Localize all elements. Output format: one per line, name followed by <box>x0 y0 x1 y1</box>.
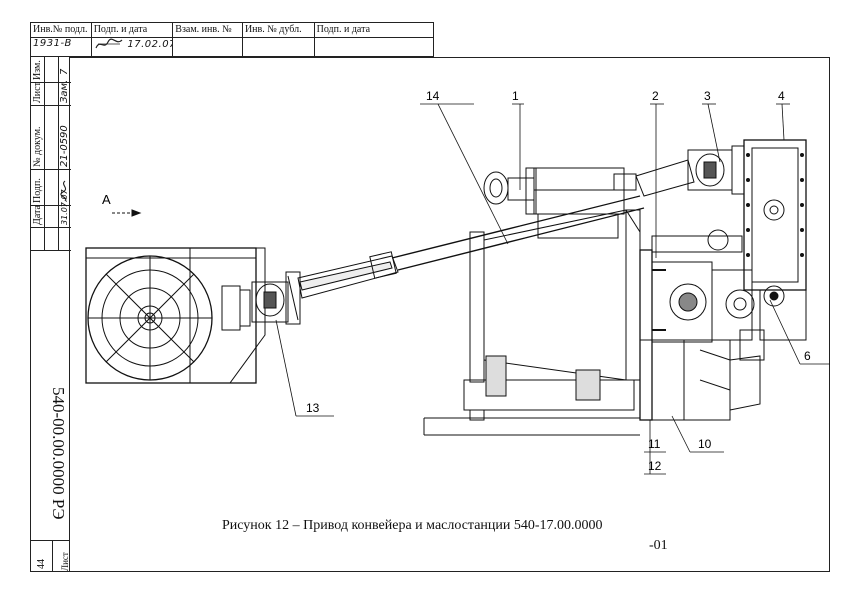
upper-coupling <box>483 167 637 239</box>
support-frame <box>423 209 641 436</box>
view-a-arrow <box>112 209 142 217</box>
callout-1: 1 <box>512 89 519 103</box>
top-title-block: Инв.№ подл. Подп. и дата Взам. инв. № Ин… <box>30 22 434 57</box>
coupling-assembly <box>639 229 785 421</box>
sheet-number-box: Лист 44 <box>30 540 70 572</box>
inv-original-header: Инв.№ подл. <box>31 23 92 37</box>
callout-12: 12 <box>648 459 662 473</box>
callout-2: 2 <box>652 89 659 103</box>
callout-6: 6 <box>804 349 811 363</box>
motor-housing <box>739 139 807 361</box>
replacement-inv-value <box>173 37 243 57</box>
signature-date-value: 17.02.07 <box>92 37 174 57</box>
callout-10: 10 <box>698 437 712 451</box>
duplicate-inv-value <box>243 37 315 57</box>
drive-shaft <box>297 195 645 299</box>
signature-date-text: 17.02.07 <box>127 39 174 50</box>
callout-4: 4 <box>778 89 785 103</box>
figure-caption-suffix: -01 <box>649 538 668 553</box>
leader-lines <box>275 103 830 475</box>
callout-11: 11 <box>648 437 661 451</box>
revision-columns: Изм. Лист № докум. Подп. Дата 7 Зам. 21-… <box>31 57 71 251</box>
left-gearbox <box>85 247 266 384</box>
top-title-block-value-row: 1931-В 17.02.07 <box>31 37 433 57</box>
signature-date-header-2: Подп. и дата <box>316 24 371 35</box>
left-signature-icon <box>59 179 71 208</box>
duplicate-inv-header: Инв. № дубл. <box>243 23 315 37</box>
inv-original-value: 1931-В <box>31 37 92 57</box>
callout-13: 13 <box>306 401 320 415</box>
callout-14: 14 <box>426 89 440 103</box>
upper-right-cardan <box>635 145 745 197</box>
view-a-label: A <box>102 192 111 207</box>
left-revision-block: Изм. Лист № докум. Подп. Дата 7 Зам. 21-… <box>30 57 71 572</box>
callout-3: 3 <box>704 89 711 103</box>
signature-icon <box>95 38 123 49</box>
top-title-block-header-row: Инв.№ подл. Подп. и дата Взам. инв. № Ин… <box>31 23 433 38</box>
replacement-inv-header: Взам. инв. № <box>173 23 243 37</box>
left-cardan-joint <box>251 271 301 325</box>
signature-date-header: Подп. и дата <box>92 23 174 37</box>
figure-caption: Рисунок 12 – Привод конвейера и маслоста… <box>222 518 603 533</box>
